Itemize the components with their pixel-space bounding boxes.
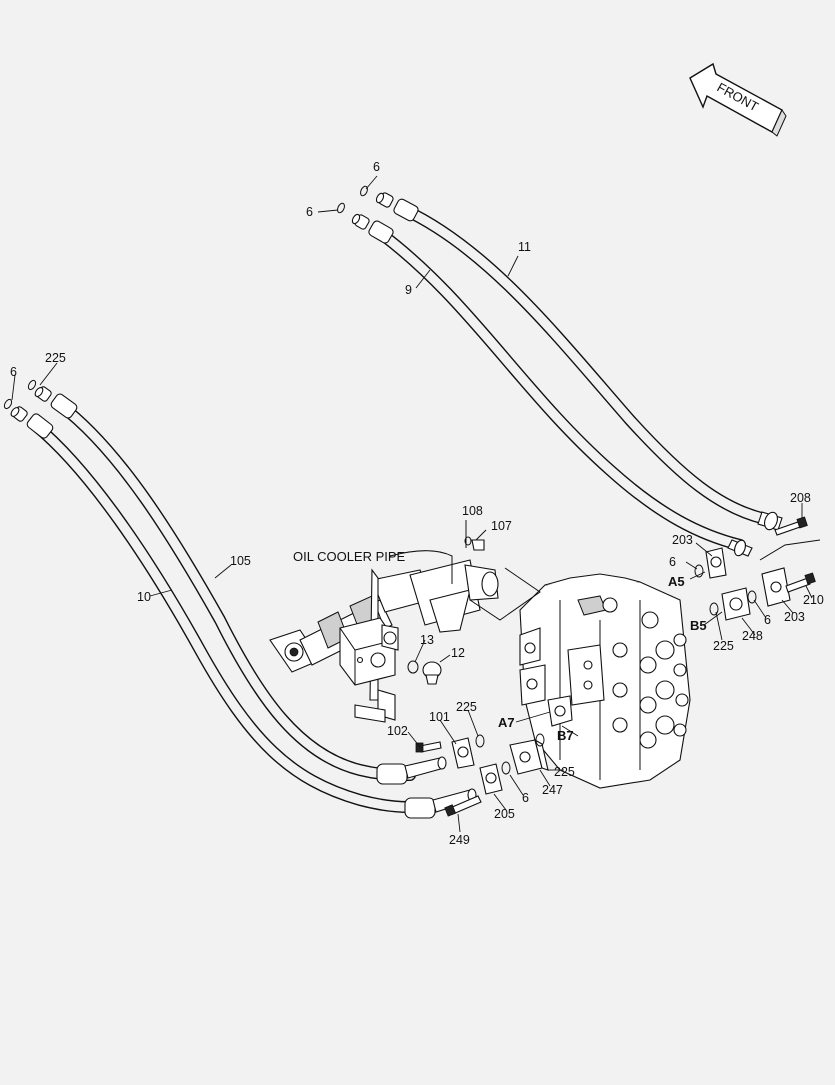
flange-203-b5 — [761, 567, 791, 607]
callout-6-b5: 6 — [764, 613, 771, 627]
callout-203-a5: 203 — [672, 533, 693, 547]
callout-6-left: 6 — [10, 365, 17, 379]
control-valve — [519, 573, 691, 789]
hose-9-top-fitting — [351, 213, 394, 244]
o-ring-6-b7 — [501, 761, 511, 775]
o-ring-225-b7 — [535, 733, 545, 747]
callout-105: 105 — [230, 554, 251, 568]
callout-b7: B7 — [557, 728, 574, 743]
callout-a7: A7 — [498, 715, 515, 730]
callout-6-a5: 6 — [669, 555, 676, 569]
o-ring-6-a5 — [694, 564, 704, 578]
hose-10-bottom-fitting — [404, 788, 477, 819]
callout-247: 247 — [542, 783, 563, 797]
o-ring-6-top-a — [360, 185, 368, 197]
o-ring-6-b5 — [747, 590, 757, 604]
callout-12: 12 — [451, 646, 465, 660]
flange-205 — [479, 763, 503, 795]
callout-205: 205 — [494, 807, 515, 821]
callout-10: 10 — [137, 590, 151, 604]
hose-9-bottom-fitting — [727, 539, 753, 557]
callout-248: 248 — [742, 629, 763, 643]
leader-107 — [475, 529, 487, 541]
o-ring-225-b5 — [709, 602, 719, 616]
front-arrow: FRONT — [689, 62, 787, 137]
flange-203-a5 — [705, 547, 727, 579]
callout-6-b7: 6 — [522, 791, 529, 805]
callout-203-b5: 203 — [784, 610, 805, 624]
leader-valve-top — [469, 567, 541, 621]
callout-225-left: 225 — [45, 351, 66, 365]
hose-105 — [54, 399, 416, 781]
flange-101 — [451, 737, 475, 769]
callout-102: 102 — [387, 724, 408, 738]
note-oil-cooler-pipe: OIL COOLER PIPE — [293, 549, 406, 564]
bolt-102 — [415, 741, 442, 753]
callout-210: 210 — [803, 593, 824, 607]
callout-108: 108 — [462, 504, 483, 518]
leaders — [11, 175, 813, 833]
callout-13: 13 — [420, 633, 434, 647]
callout-9: 9 — [405, 283, 412, 297]
callout-225-b7: 225 — [554, 765, 575, 779]
callout-249: 249 — [449, 833, 470, 847]
hose-11 — [399, 204, 776, 526]
parts-108-107 — [464, 536, 485, 551]
hose-10-top-fitting — [10, 406, 54, 439]
hose-105-top-fitting — [34, 386, 78, 419]
hose-9 — [374, 227, 746, 551]
bolt-210 — [785, 572, 816, 593]
flange-248 — [721, 587, 751, 621]
callout-11: 11 — [518, 240, 531, 254]
hose-10 — [29, 419, 431, 814]
hose-105-bottom-fitting — [376, 756, 447, 785]
leader-oil-cooler — [389, 550, 453, 584]
o-ring-6-left — [3, 398, 13, 410]
callout-b5: B5 — [690, 618, 707, 633]
hose-11-bottom-fitting — [757, 511, 783, 531]
callout-6-top-a: 6 — [373, 160, 380, 174]
callout-107: 107 — [491, 519, 512, 533]
oil-cooler-pipe-assembly — [269, 559, 499, 723]
block-247 — [509, 738, 549, 775]
hose-11-top-fitting — [375, 192, 419, 222]
bracket-b5-line — [759, 539, 821, 561]
callout-225-a7: 225 — [456, 700, 477, 714]
o-ring-225-a7 — [475, 734, 485, 748]
callout-6-top-b: 6 — [306, 205, 313, 219]
o-ring-13 — [407, 660, 419, 674]
o-ring-6-top-b — [337, 202, 345, 214]
bolt-208 — [774, 516, 808, 536]
callout-101: 101 — [429, 710, 450, 724]
plug-12 — [422, 661, 442, 685]
callout-225-b5: 225 — [713, 639, 734, 653]
o-ring-225-left — [27, 379, 37, 391]
callout-a5: A5 — [668, 574, 685, 589]
callout-208: 208 — [790, 491, 811, 505]
bolt-249 — [444, 795, 482, 817]
